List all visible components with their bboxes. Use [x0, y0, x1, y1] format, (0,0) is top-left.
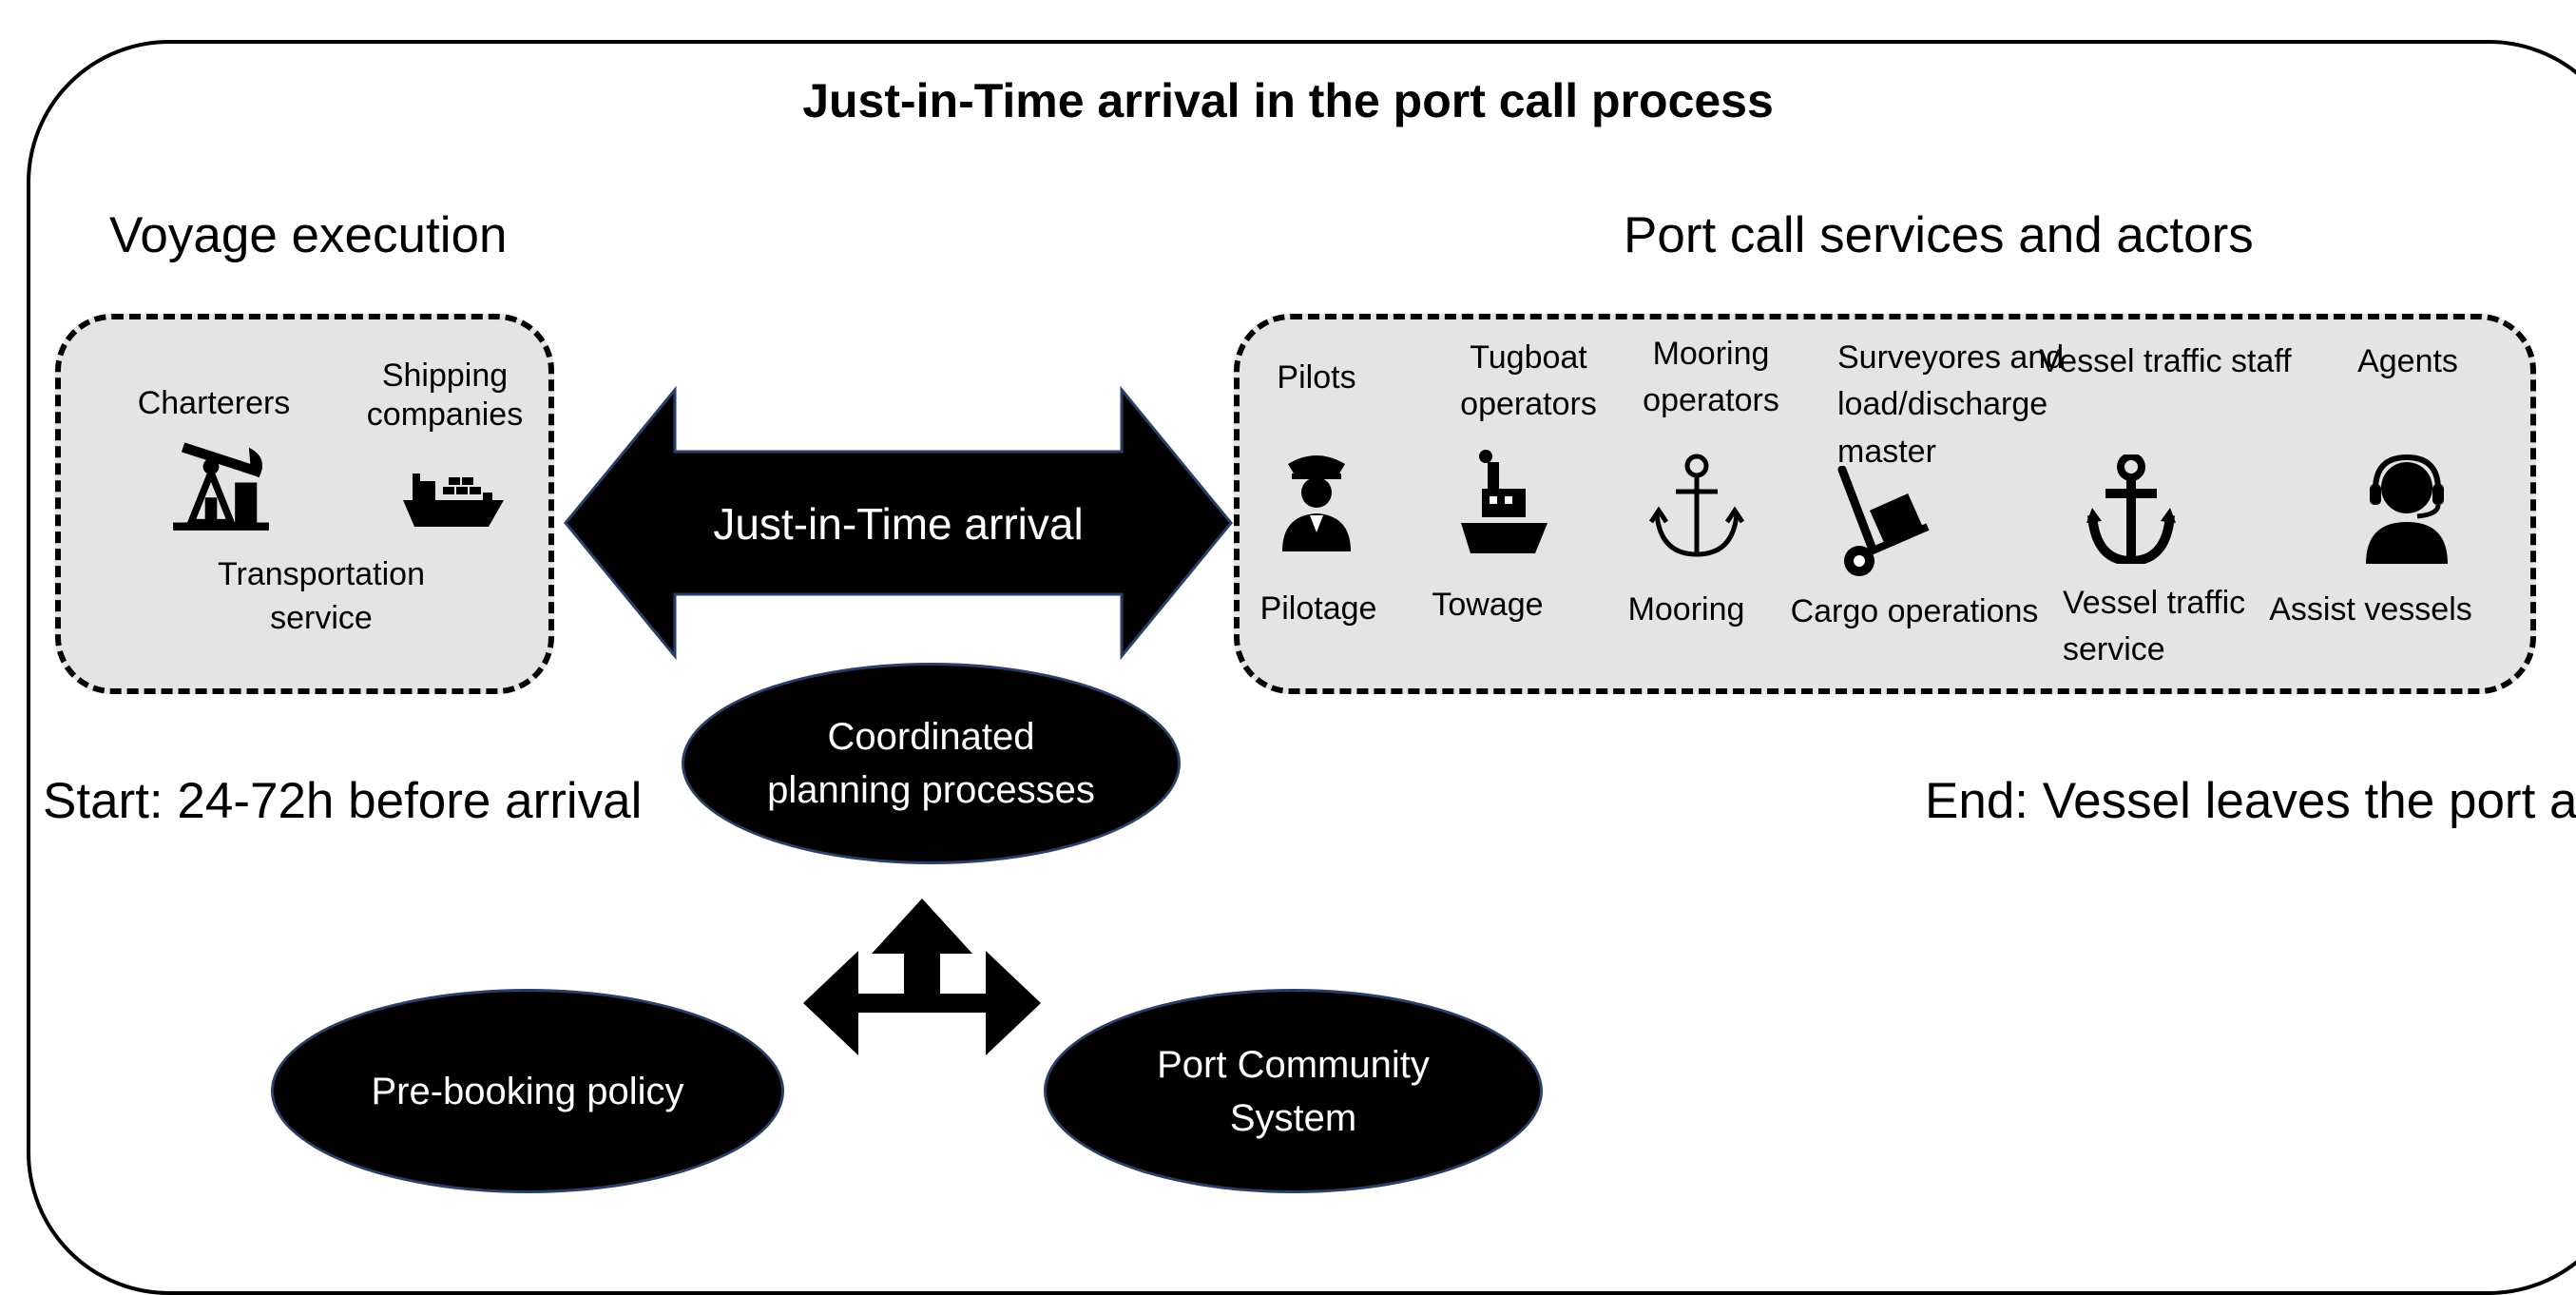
agents-label: Agents [2357, 343, 2458, 379]
tugboat-operators-label: Tugboat operators [1460, 339, 1597, 423]
anchor-icon [2086, 454, 2176, 564]
prebooking-policy-label: Pre-booking policy [371, 1070, 684, 1112]
start-note: Start: 24-72h before arrival [43, 773, 643, 829]
coordinated-planning-label: Coordinated planning processes [767, 716, 1095, 811]
pilots-label: Pilots [1277, 359, 1356, 396]
diagram-title: Just-in-Time arrival in the port call pr… [802, 74, 1774, 127]
assist-vessels-label: Assist vessels [2269, 591, 2472, 628]
cargo-operations-label: Cargo operations [1790, 593, 2039, 629]
port-community-system-label: Port Community System [1157, 1043, 1430, 1139]
cargo-ship-icon [403, 474, 504, 527]
prebooking-policy-oval: Pre-booking policy [271, 989, 784, 1193]
pilot-icon [1282, 455, 1351, 551]
surveyors-label: Surveyores and load/discharge master [1837, 339, 2065, 470]
mooring-label: Mooring [1627, 591, 1745, 628]
mooring-anchor-icon [1649, 454, 1744, 557]
tugboat-icon [1461, 450, 1548, 553]
voyage-execution-heading: Voyage execution [109, 207, 508, 263]
shipping-companies-label: Shipping companies [366, 358, 524, 433]
end-note: End: Vessel leaves the port area [1925, 773, 2576, 829]
jit-double-arrow [564, 385, 1233, 661]
vessel-traffic-service-label: Vessel traffic service [2063, 585, 2246, 668]
vessel-traffic-staff-label: Vessel traffic staff [2039, 343, 2292, 379]
agent-headset-icon [2366, 454, 2448, 564]
transportation-service-label: Transportation service [218, 556, 425, 636]
pilotage-label: Pilotage [1259, 590, 1377, 627]
port-call-heading: Port call services and actors [1624, 207, 2254, 263]
jit-arrow-label: Just-in-Time arrival [713, 499, 1084, 549]
hand-truck-icon [1837, 466, 1930, 576]
towage-label: Towage [1432, 587, 1544, 623]
coordinated-planning-oval: Coordinated planning processes [682, 663, 1181, 864]
port-community-system-oval: Port Community System [1044, 989, 1543, 1193]
oil-pump-icon [173, 442, 269, 531]
charterers-label: Charterers [137, 385, 291, 421]
three-way-arrow [803, 899, 1041, 1055]
mooring-operators-label: Mooring operators [1643, 336, 1779, 419]
